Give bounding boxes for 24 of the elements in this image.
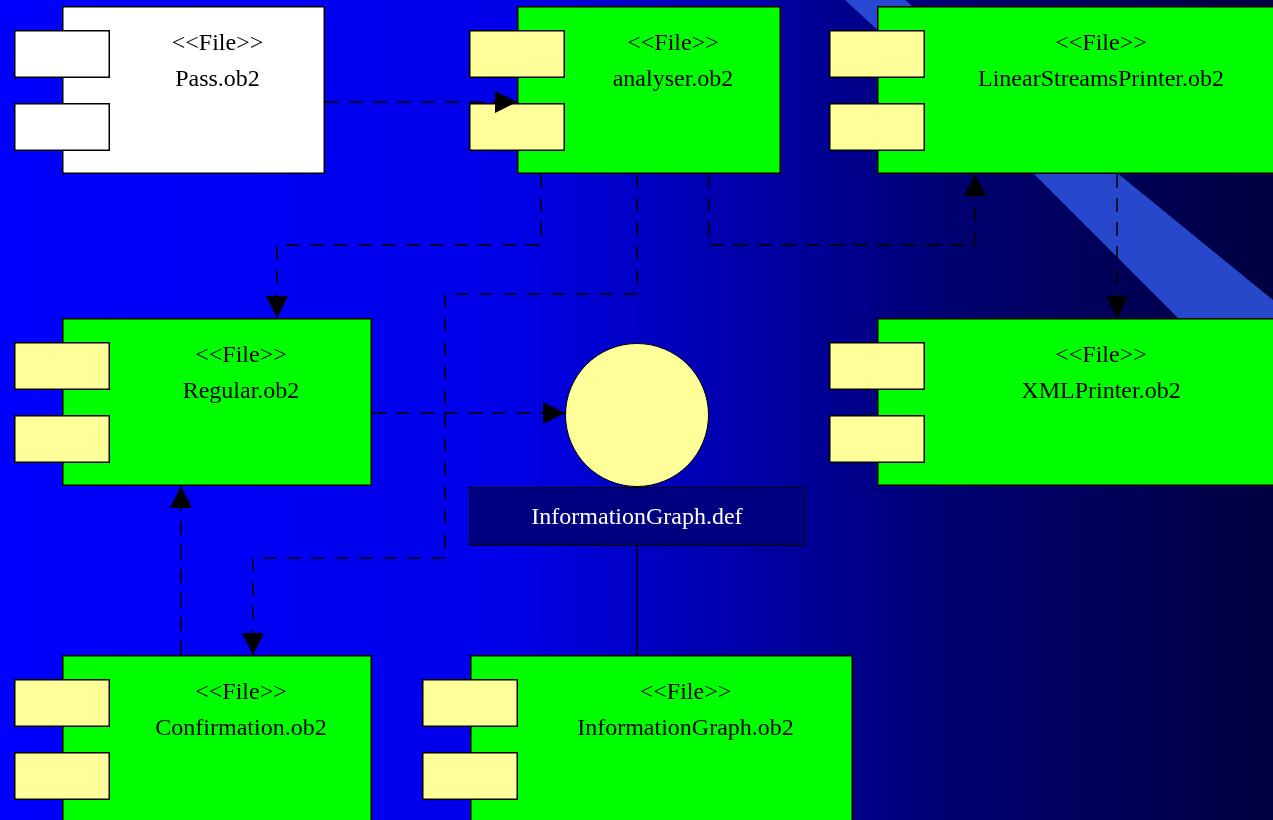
stereotype-label: <<File>> [639,677,732,706]
stereotype-label: <<File>> [195,677,287,706]
dependency-arrow [371,402,566,424]
file-name: analyser.ob2 [612,64,734,93]
stereotype-label: <<File>> [195,340,287,369]
dependency-arrow [242,173,638,656]
file-name: InformationGraph.ob2 [577,713,794,742]
dependency-arrow [170,485,192,656]
dependency-arrow [324,91,518,113]
dependency-arrow [1106,173,1128,319]
interface-label [469,487,805,546]
file-name: Pass.ob2 [175,64,260,93]
stereotype-label: <<File>> [1055,28,1147,57]
file-name: Regular.ob2 [182,376,300,405]
stereotype-label: <<File>> [627,28,719,57]
file-name: XMLPrinter.ob2 [1021,376,1181,405]
connector-line [636,545,638,656]
dependency-arrow [266,173,542,319]
file-name: Confirmation.ob2 [155,713,327,742]
stereotype-label: <<File>> [171,28,264,57]
file-name: LinearStreamsPrinter.ob2 [978,64,1224,93]
interface-name: InformationGraph.def [531,503,743,530]
stereotype-label: <<File>> [1055,340,1147,369]
dependency-arrow [708,173,986,246]
